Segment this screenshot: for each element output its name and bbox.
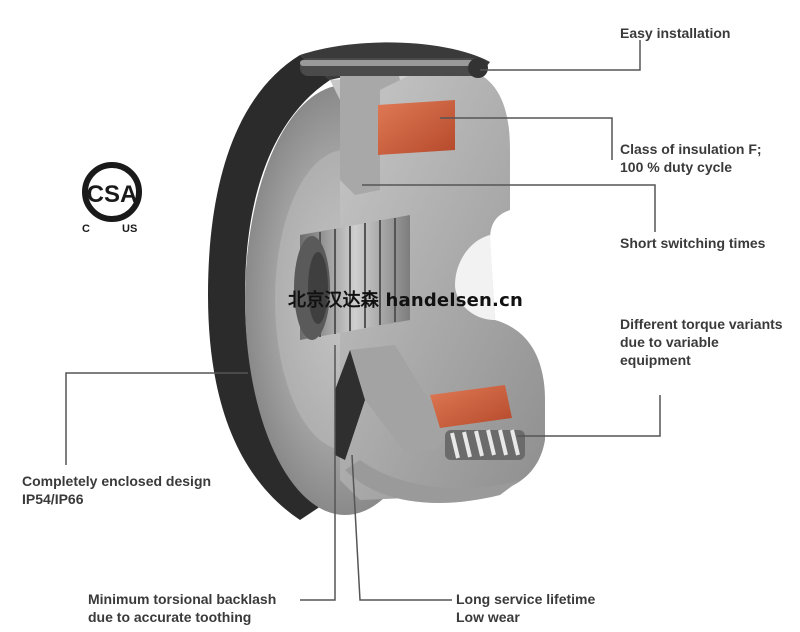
leader-enclosed <box>65 372 248 465</box>
label-insulation-line1: Class of insulation F; <box>620 141 762 157</box>
label-insulation-line2: 100 % duty cycle <box>620 159 733 175</box>
label-enclosed-line2: IP54/IP66 <box>22 491 84 507</box>
label-backlash-line1: Minimum torsional backlash <box>88 591 277 607</box>
coil-upper <box>378 100 455 155</box>
csa-left-letter: C <box>82 223 90 235</box>
leader-switching <box>362 184 656 232</box>
label-torque-line2: due to variable <box>620 334 719 350</box>
armature-lower <box>335 345 450 460</box>
leader-backlash <box>300 345 336 601</box>
watermark-text: 北京汉达森 handelsen.cn <box>288 290 523 311</box>
label-enclosed-line1: Completely enclosed design <box>22 473 212 489</box>
label-torque-line1: Different torque variants <box>620 316 783 332</box>
label-easy-installation: Easy installation <box>620 25 731 41</box>
leader-lines <box>65 40 661 601</box>
leader-lifetime <box>351 454 452 601</box>
label-backlash-line2: due to accurate toothing <box>88 609 252 625</box>
pressure-spring <box>445 429 525 460</box>
mounting-bolt <box>300 58 488 78</box>
label-lifetime-line2: Low wear <box>456 609 520 625</box>
leader-torque <box>517 395 661 437</box>
leader-insulation <box>440 117 613 160</box>
label-lifetime-line1: Long service lifetime <box>456 591 596 607</box>
csa-right-letters: US <box>122 223 137 235</box>
toothed-hub <box>294 215 410 340</box>
coil-lower <box>430 385 512 428</box>
label-switching: Short switching times <box>620 235 766 251</box>
leader-easy-installation <box>480 40 641 71</box>
csa-mark-text: CSA <box>87 181 138 208</box>
csa-certification-logo: CSA C US <box>82 162 142 235</box>
label-torque-line3: equipment <box>620 352 691 368</box>
